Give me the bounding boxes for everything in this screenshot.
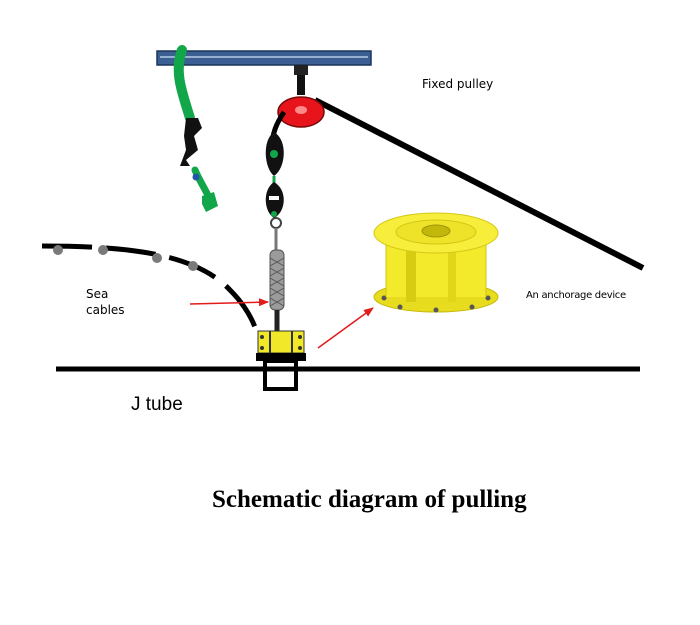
swivel <box>270 217 282 250</box>
sea-cables-arrow <box>189 298 269 307</box>
anchorage-device-label: An anchorage device <box>526 290 626 301</box>
anchorage-block <box>257 330 305 354</box>
green-sling <box>173 45 218 212</box>
pulling-rope <box>313 97 645 271</box>
overhead-beam <box>156 50 372 66</box>
fixed-pulley <box>277 96 325 128</box>
pulley-hanger <box>294 65 308 95</box>
sea-cables-label: Sea cables <box>86 286 125 318</box>
j-tube-mouth <box>256 353 306 391</box>
cable-grip <box>269 249 285 311</box>
sea-cables-label-text: Sea cables <box>86 287 125 317</box>
shackle-chain <box>265 132 284 218</box>
anchorage-device <box>373 212 499 313</box>
anchorage-arrow <box>317 307 374 349</box>
sea-cable <box>41 243 261 337</box>
diagram-title: Schematic diagram of pulling <box>212 486 527 513</box>
fixed-pulley-label: Fixed pulley <box>422 77 494 91</box>
j-tube-label: J tube <box>131 394 183 415</box>
